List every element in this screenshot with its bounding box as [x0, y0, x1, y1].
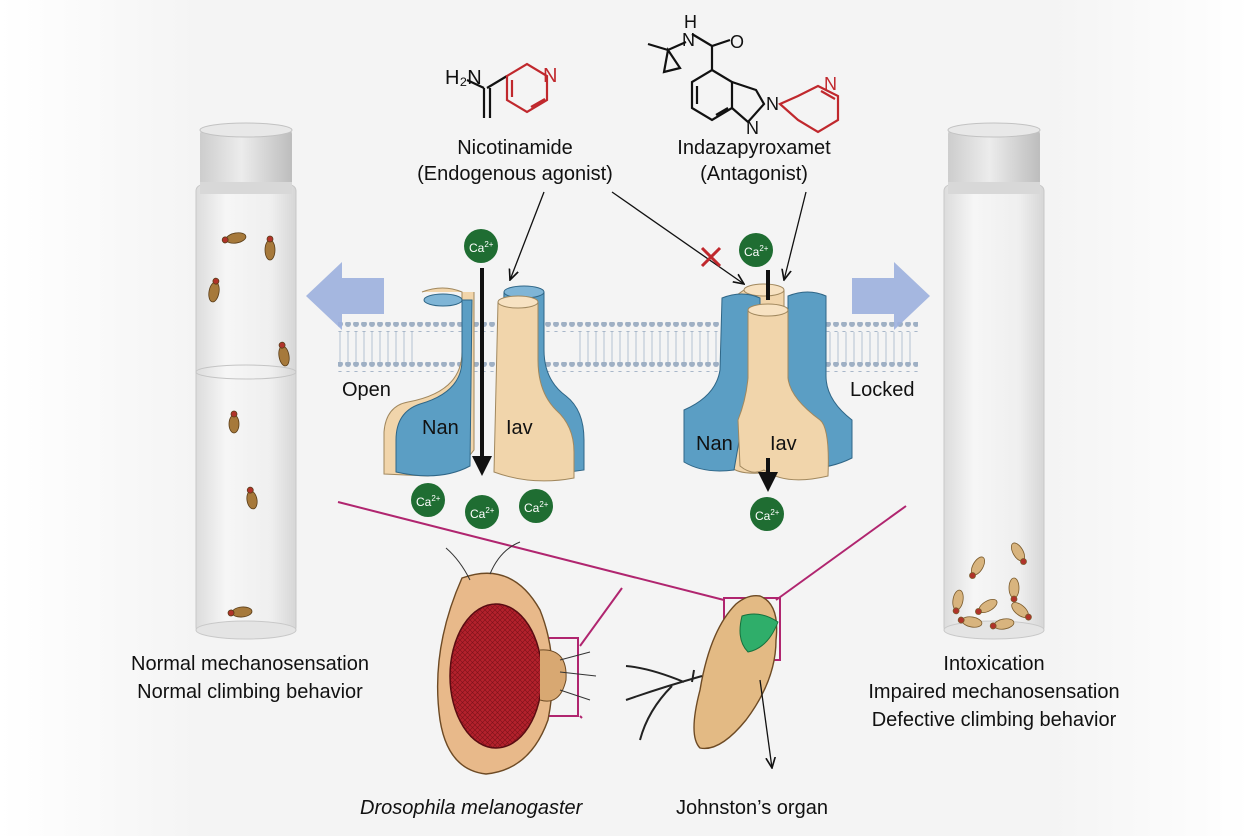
- right-vial: [943, 122, 1045, 640]
- ca-ion-top-open: [464, 229, 498, 263]
- left-direction-arrow: [306, 262, 384, 330]
- inhibition-x-mark: [700, 246, 722, 268]
- locked-channel: [683, 270, 853, 492]
- iav-subunit-locked: [737, 305, 829, 481]
- flies-climbing: [208, 232, 290, 618]
- ca-ion-bottom-locked: [750, 497, 784, 531]
- ca-label-bottom-center: Ca2+: [470, 506, 495, 521]
- nicotinamide-amine-label: H₂N: [445, 67, 482, 89]
- open-channel: [383, 268, 585, 482]
- species-label: Drosophila melanogaster: [360, 797, 583, 819]
- agonist-binding-arrow: [510, 191, 545, 280]
- right-caption-line2: Impaired mechanosensation: [868, 681, 1120, 703]
- left-caption-line1: Normal mechanosensation: [131, 653, 369, 675]
- ca-ion-bottom-left: [411, 483, 445, 517]
- antenna-illustration: [625, 594, 779, 768]
- right-direction-arrow: [852, 262, 930, 330]
- flies-fallen: [952, 542, 1032, 630]
- open-iav-label: Iav: [506, 417, 533, 439]
- amide-h-label: H: [684, 12, 697, 32]
- indazole-n1-label: N: [746, 118, 759, 138]
- indazole-n2-label: N: [766, 94, 779, 114]
- antagonist-binding-arrow: [784, 191, 807, 280]
- nicotinamide-role: (Endogenous agonist): [417, 163, 613, 185]
- ca-ion-bottom-center: [465, 495, 499, 529]
- organ-label: Johnston’s organ: [676, 797, 828, 819]
- right-caption-line3: Defective climbing behavior: [871, 709, 1117, 731]
- nicotinamide-ring-n-label: N: [543, 65, 558, 87]
- ca-label-top-open: Ca2+: [469, 240, 494, 255]
- locked-state-label: Locked: [850, 379, 915, 401]
- fly-head-illustration: [436, 541, 597, 775]
- left-vial: [195, 122, 297, 640]
- locked-iav-label: Iav: [770, 433, 797, 455]
- lipid-membrane: [338, 322, 918, 372]
- calcium-ions: [411, 229, 784, 531]
- carbonyl-o-label: O: [730, 32, 745, 52]
- nicotinamide-name: Nicotinamide: [457, 137, 573, 159]
- ca-ion-bottom-right: [519, 489, 553, 523]
- ca-label-bottom-left: Ca2+: [416, 494, 441, 509]
- ca-ion-top-locked: [739, 233, 773, 267]
- ca-label-bottom-right: Ca2+: [524, 500, 549, 515]
- open-state-label: Open: [342, 379, 391, 401]
- amide-n-label: N: [682, 30, 695, 50]
- open-nan-label: Nan: [422, 417, 459, 439]
- compound-eye: [449, 603, 543, 749]
- locked-nan-label: Nan: [696, 433, 733, 455]
- right-caption-line1: Intoxication: [943, 653, 1045, 675]
- indazapyroxamet-name: Indazapyroxamet: [677, 137, 831, 159]
- left-caption-line2: Normal climbing behavior: [137, 681, 363, 703]
- pyridine-n-label: N: [824, 74, 837, 94]
- zoom-connectors: [337, 501, 907, 719]
- ca-label-top-locked: Ca2+: [744, 244, 769, 259]
- blocked-agonist-arrow: [611, 191, 744, 284]
- nicotinamide-structure: [466, 62, 549, 118]
- indazapyroxamet-structure: [647, 33, 840, 134]
- indazapyroxamet-role: (Antagonist): [700, 163, 808, 185]
- ca-label-bottom-locked: Ca2+: [755, 508, 780, 523]
